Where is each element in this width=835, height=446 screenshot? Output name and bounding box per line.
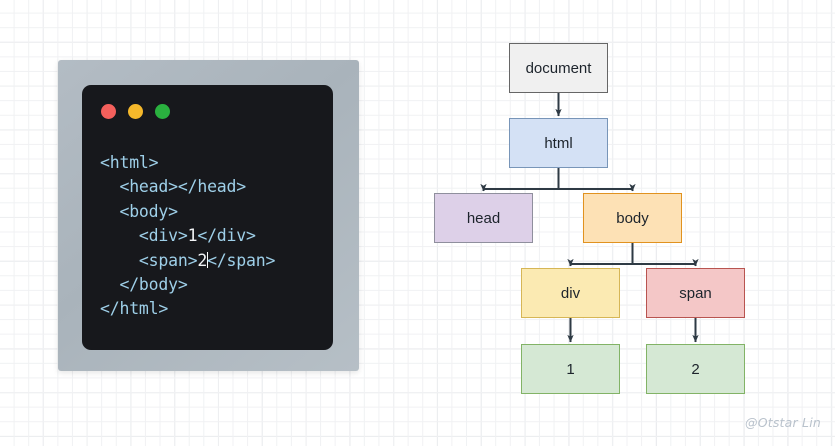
- code-text-node: 2: [197, 250, 208, 270]
- code-line: </html>: [100, 299, 169, 319]
- minimize-button-icon[interactable]: [128, 104, 143, 119]
- node-label: span: [679, 284, 712, 302]
- node-document[interactable]: document: [509, 43, 608, 93]
- code-text-node: 1: [187, 226, 198, 246]
- node-head[interactable]: head: [434, 193, 533, 243]
- terminal-body: <html> <head></head> <body> <div>1</div>…: [82, 85, 333, 350]
- close-button-icon[interactable]: [101, 104, 116, 119]
- maximize-button-icon[interactable]: [155, 104, 170, 119]
- node-label: document: [525, 59, 592, 77]
- text-cursor: [206, 251, 208, 268]
- code-line: </body>: [100, 274, 188, 294]
- node-text1[interactable]: 1: [521, 344, 620, 394]
- node-label: 2: [691, 360, 700, 378]
- node-html[interactable]: html: [509, 118, 608, 168]
- code-line: <body>: [100, 201, 178, 221]
- code-line: <head></head>: [100, 177, 247, 197]
- terminal-window: <html> <head></head> <body> <div>1</div>…: [58, 60, 359, 371]
- node-text2[interactable]: 2: [646, 344, 745, 394]
- node-div[interactable]: div: [521, 268, 620, 318]
- watermark: @Otstar Lin: [745, 415, 821, 430]
- node-label: 1: [566, 360, 575, 378]
- window-controls: [101, 104, 170, 119]
- code-line: <div>1</div>: [100, 226, 256, 246]
- node-label: body: [616, 209, 649, 227]
- node-label: div: [560, 284, 581, 302]
- node-label: head: [466, 209, 501, 227]
- node-span[interactable]: span: [646, 268, 745, 318]
- code-line: <html>: [100, 153, 159, 172]
- node-label: html: [544, 134, 573, 152]
- node-body[interactable]: body: [583, 193, 682, 243]
- code-editor[interactable]: <html> <head></head> <body> <div>1</div>…: [100, 151, 275, 322]
- code-line: <span>2</span>: [100, 250, 276, 270]
